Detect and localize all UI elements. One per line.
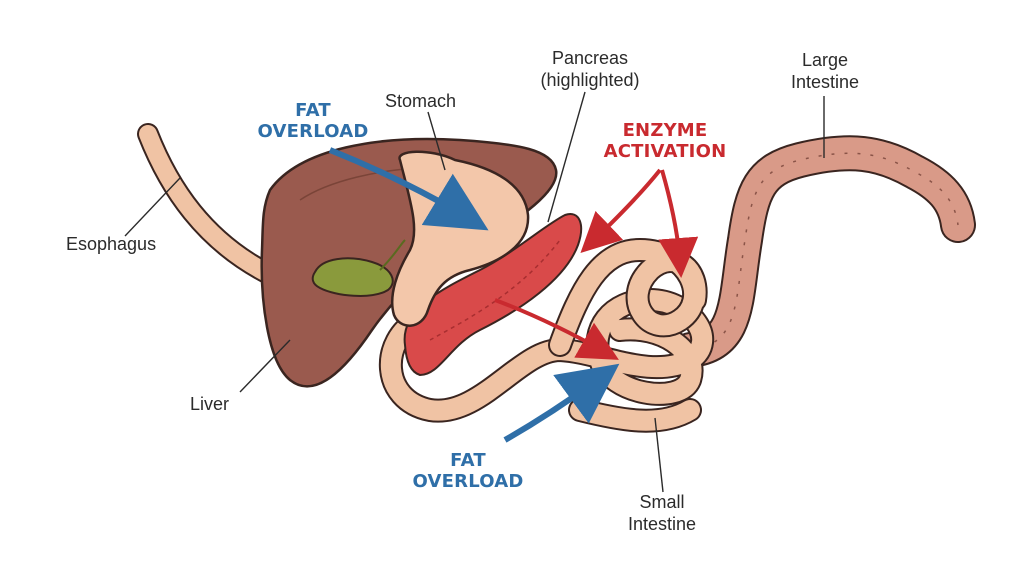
leader-liver (239, 339, 291, 393)
label-small-intestine: Small Intestine (612, 491, 712, 535)
callout-enzyme-line1: ENZYME (622, 120, 708, 141)
label-pancreas-line1: Pancreas (551, 48, 629, 68)
label-large-intestine-line2: Intestine (790, 72, 860, 92)
label-small-intestine-line2: Intestine (627, 514, 697, 534)
callout-fat-overload-top-line2: OVERLOAD (257, 121, 369, 142)
callout-fat-overload-top-line1: FAT (295, 100, 331, 121)
leader-stomach (427, 111, 446, 171)
label-large-intestine-line1: Large (801, 50, 849, 70)
callout-fat-overload-top: FAT OVERLOAD (253, 100, 373, 142)
label-stomach: Stomach (385, 91, 457, 111)
large-intestine (672, 135, 976, 368)
fat-overload-arrows (328, 147, 620, 443)
label-esophagus: Esophagus (66, 234, 157, 254)
label-large-intestine: Large Intestine (770, 49, 880, 93)
label-small-intestine-line1: Small (639, 492, 685, 512)
callout-enzyme-activation: ENZYME ACTIVATION (600, 120, 730, 162)
gallbladder (311, 239, 406, 297)
callout-fat-overload-bottom-line1: FAT (450, 450, 486, 471)
leader-esophagus (124, 177, 181, 237)
label-pancreas: Pancreas (highlighted) (515, 47, 665, 91)
leader-lines (124, 91, 825, 493)
label-pancreas-line2: (highlighted) (540, 70, 640, 90)
callout-fat-overload-bottom-line2: OVERLOAD (412, 471, 524, 492)
leader-pancreas (547, 91, 586, 223)
callout-enzyme-line2: ACTIVATION (603, 141, 727, 162)
enzyme-activation-arrows (494, 168, 699, 360)
callout-fat-overload-bottom: FAT OVERLOAD (408, 450, 528, 492)
label-liver: Liver (190, 394, 230, 414)
leader-small-intestine (654, 417, 664, 493)
